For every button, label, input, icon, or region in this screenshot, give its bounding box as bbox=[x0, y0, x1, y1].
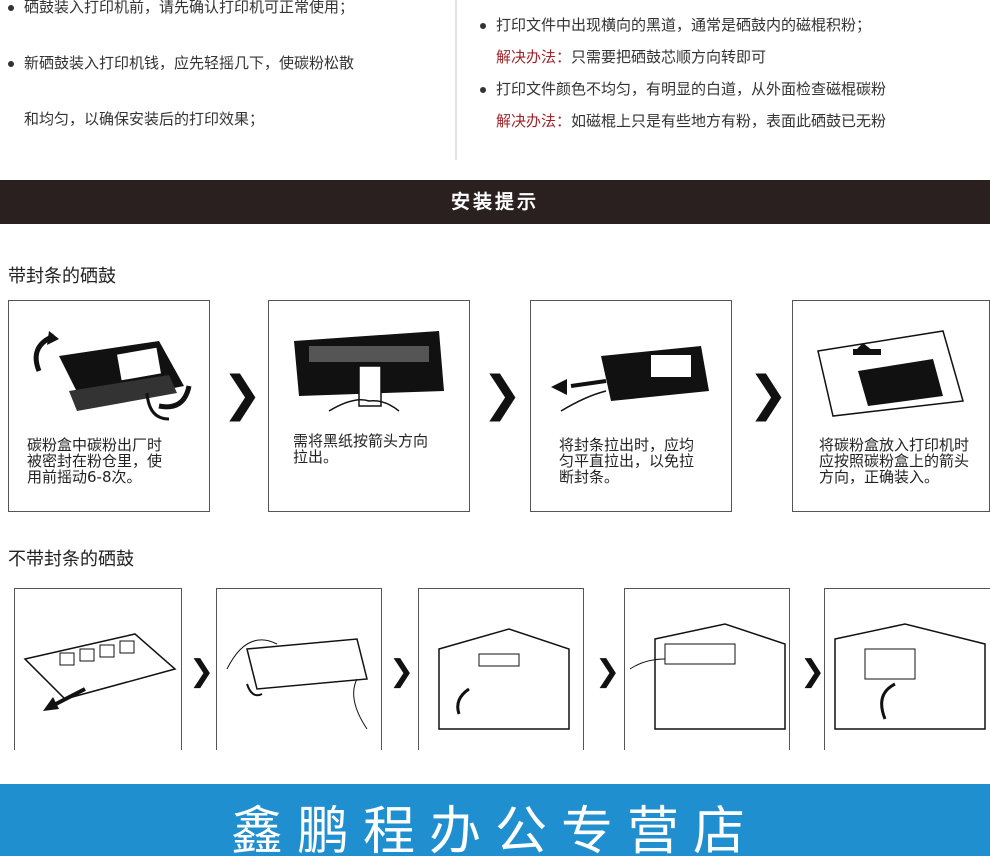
unsealed-section-title: 不带封条的硒鼓 bbox=[8, 549, 134, 570]
note-right-problem-1: 打印文件中出现横向的黑道，通常是硒鼓内的磁棍积粉； bbox=[480, 14, 871, 35]
sealed-step-4-caption: 将碳粉盒放入打印机时 应按照碳粉盒上的箭头 方向，正确装入。 bbox=[819, 436, 970, 486]
unsealed-step-3 bbox=[418, 588, 584, 750]
pull-black-paper-icon bbox=[294, 331, 444, 412]
close-printer-icon bbox=[834, 623, 986, 730]
unsealed-step-1 bbox=[14, 588, 182, 750]
note-left-1: 硒鼓装入打印机前，请先确认打印机可正常使用； bbox=[8, 0, 354, 17]
chevron-right-icon: ❯ bbox=[389, 654, 415, 689]
chevron-right-icon: ❯ bbox=[482, 366, 523, 422]
remove-cartridge-icon bbox=[23, 633, 177, 711]
shake-cartridge-icon bbox=[226, 638, 368, 730]
bullet-icon bbox=[8, 60, 14, 67]
chevron-right-icon: ❯ bbox=[800, 654, 826, 689]
cartridge-shake-icon bbox=[33, 331, 192, 421]
bullet-icon bbox=[480, 22, 486, 29]
sealed-section-title: 带封条的硒鼓 bbox=[8, 266, 116, 287]
pull-seal-icon bbox=[551, 346, 709, 412]
bullet-icon bbox=[480, 86, 486, 93]
unsealed-step-5 bbox=[824, 588, 990, 750]
sealed-step-1: 碳粉盒中碳粉出厂时 被密封在粉仓里，使 用前摇动6-8次。 bbox=[8, 300, 210, 512]
sealed-step-3: 将封条拉出时，应均 匀平直拉出，以免拉 断封条。 bbox=[530, 300, 732, 512]
sealed-step-2-caption: 需将黑纸按箭头方向 拉出。 bbox=[293, 432, 429, 466]
sealed-step-1-caption: 碳粉盒中碳粉出厂时 被密封在粉仓里，使 用前摇动6-8次。 bbox=[27, 436, 163, 486]
chevron-right-icon: ❯ bbox=[189, 654, 215, 689]
insert-cartridge-icon bbox=[817, 330, 964, 417]
open-printer-icon bbox=[438, 628, 570, 730]
sealed-step-4: 将碳粉盒放入打印机时 应按照碳粉盒上的箭头 方向，正确装入。 bbox=[792, 300, 990, 512]
note-right-solution-2: 解决办法：如磁棍上只是有些地方有粉，表面此硒鼓已无粉 bbox=[496, 112, 887, 130]
note-right-solution-1: 解决办法：只需要把硒鼓芯顺方向转即可 bbox=[496, 48, 767, 66]
unsealed-step-4 bbox=[624, 588, 790, 750]
chevron-right-icon: ❯ bbox=[595, 654, 621, 689]
bullet-icon bbox=[8, 4, 14, 11]
sealed-step-2: 需将黑纸按箭头方向 拉出。 bbox=[268, 300, 470, 512]
unsealed-step-2 bbox=[216, 588, 382, 750]
footer-brand-banner: 鑫鹏程办公专营店 bbox=[0, 784, 990, 856]
chevron-right-icon: ❯ bbox=[222, 366, 263, 422]
install-banner: 安装提示 bbox=[0, 180, 990, 224]
note-left-2: 新硒鼓装入打印机钱，应先轻摇几下，使碳粉松散 bbox=[8, 52, 354, 73]
sealed-step-3-caption: 将封条拉出时，应均 匀平直拉出，以免拉 断封条。 bbox=[559, 436, 695, 486]
note-right-problem-2: 打印文件颜色不均匀，有明显的白道，从外面检查磁棍碳粉 bbox=[480, 78, 886, 99]
place-cartridge-icon bbox=[629, 623, 786, 730]
chevron-right-icon: ❯ bbox=[748, 366, 789, 422]
note-left-3: 和均匀，以确保安装后的打印效果； bbox=[24, 110, 265, 128]
notes-divider bbox=[455, 0, 457, 160]
